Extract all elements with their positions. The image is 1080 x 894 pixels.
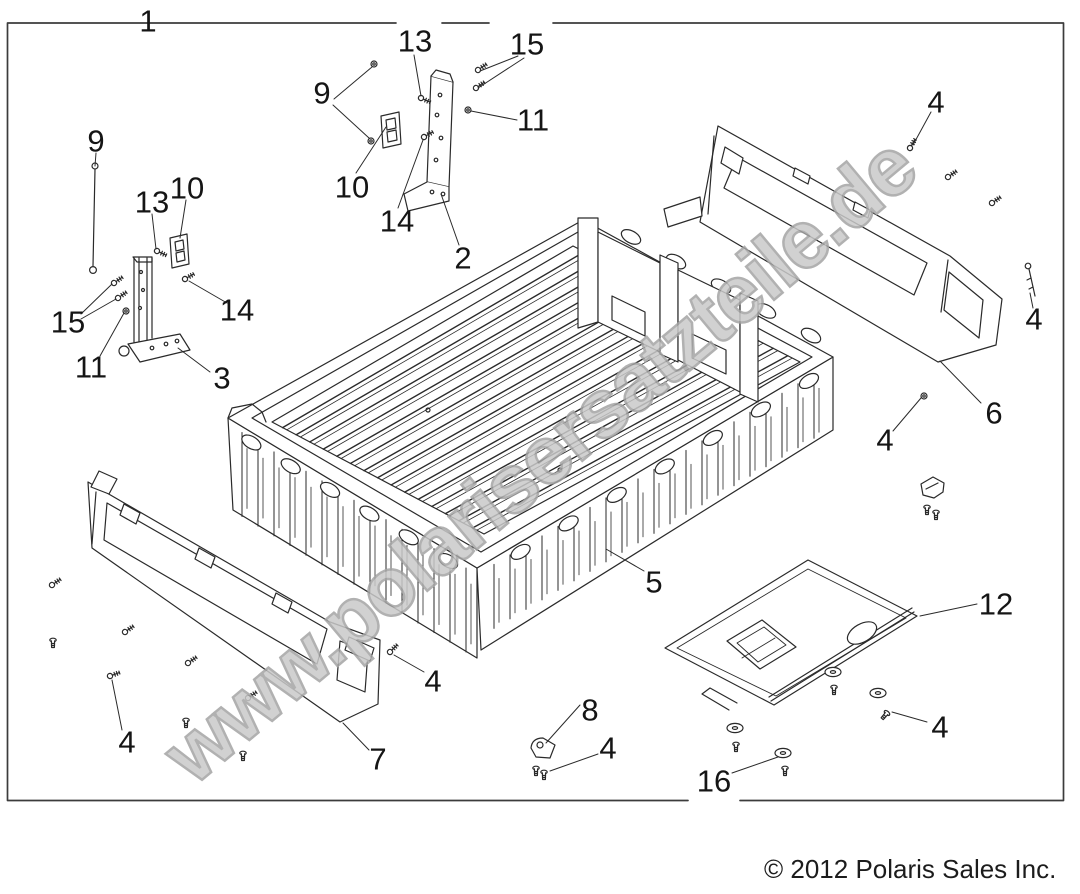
part-clip [921,477,944,498]
bolt-9 [90,163,98,273]
callout-11-top: 11 [516,102,550,138]
callout-13-top: 13 [397,23,433,59]
callout-7: 7 [369,741,387,777]
callout-10-left: 10 [169,170,205,206]
part-rear-panel [664,126,1002,362]
long-screw [1025,263,1035,296]
callout-4-bottom-left: 4 [118,724,136,760]
callout-4-tailgate: 4 [931,709,949,745]
part-cargo-box [228,218,833,658]
border-frame [8,23,1064,801]
callout-14-top: 14 [379,203,415,239]
callout-16: 16 [696,763,732,799]
part-bracket-2 [381,70,453,211]
callout-3: 3 [213,360,231,396]
copyright-text: © 2012 Polaris Sales Inc. [764,854,1057,884]
callout-2: 2 [454,240,472,276]
callout-15-left: 15 [50,304,86,340]
part-tailgate-panel [665,560,917,710]
callout-15-top: 15 [509,26,545,62]
callout-6: 6 [985,395,1003,431]
callout-14-left: 14 [219,292,255,328]
callout-4-bottom-mid: 4 [599,730,617,766]
callout-4-right-mid: 4 [876,422,894,458]
callout-9-top: 9 [313,75,331,111]
part-bracket-3 [119,234,190,362]
callout-12: 12 [978,586,1014,622]
callout-13-left: 13 [134,184,170,220]
callout-1: 1 [139,3,157,39]
leader-lines [81,55,1033,773]
callout-4-right-upper: 4 [1025,301,1043,337]
callout-11-left: 11 [74,349,108,385]
fasteners [47,60,1035,781]
cargo-box-back-wall [578,218,758,402]
callout-10-top: 10 [334,169,370,205]
callout-4-topright: 4 [927,84,945,120]
part-front-panel [88,471,380,722]
callout-8: 8 [581,692,599,728]
part-clamp-8 [531,738,555,758]
callout-9-left: 9 [87,123,105,159]
callout-5: 5 [645,564,663,600]
callout-4-frontpanel-right: 4 [424,663,442,699]
